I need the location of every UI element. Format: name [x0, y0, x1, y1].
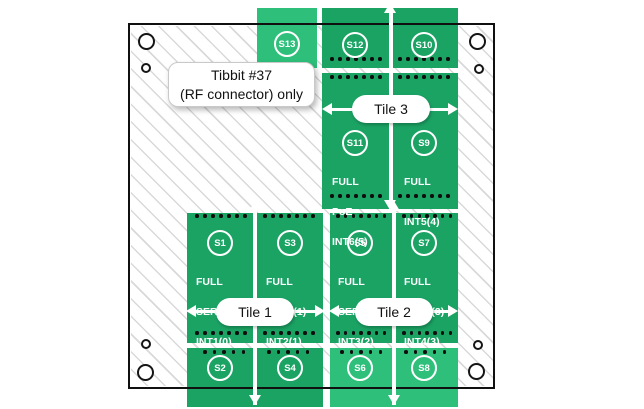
pin-row — [398, 75, 450, 79]
tile2-pill: Tile 2 — [355, 298, 433, 326]
pin-row — [195, 331, 247, 335]
mounting-hole-bottom-left-big — [137, 364, 154, 381]
mounting-hole-top-right-small — [474, 64, 484, 74]
caps-line: INT3(2) — [338, 336, 374, 348]
socket-s10: S10 — [411, 32, 437, 58]
arrow-right-icon — [448, 304, 458, 317]
caps-line: FULL — [404, 176, 431, 188]
pin-row — [195, 214, 247, 218]
callout-tibbit37: Tibbit #37 (RF connector) only — [168, 62, 315, 107]
pin-row — [398, 194, 450, 198]
pin-row — [267, 350, 309, 354]
arrow-left-icon — [322, 102, 332, 115]
caps-line: INT6(5) — [332, 236, 368, 248]
pin-row — [263, 214, 315, 218]
caps-line: INT2(1) — [266, 336, 302, 348]
mounting-hole-top-left-big — [138, 33, 155, 50]
pin-row — [336, 214, 386, 218]
socket-s2: S2 — [207, 355, 233, 381]
pin-row — [340, 350, 382, 354]
arrow-up-icon — [248, 201, 261, 211]
socket-s8: S8 — [411, 355, 437, 381]
pin-row — [263, 331, 315, 335]
arrow-up-icon — [384, 3, 396, 13]
callout-line2: (RF connector) only — [180, 85, 303, 102]
caps-line: FULL — [338, 276, 365, 288]
caps-line: INT5(4) — [404, 216, 440, 228]
pin-row — [402, 331, 452, 335]
mounting-hole-top-right-big — [469, 33, 486, 50]
pin-row — [330, 75, 382, 79]
callout-line1: Tibbit #37 — [211, 66, 272, 83]
caps-line: FULL — [404, 276, 431, 288]
pin-row — [203, 350, 245, 354]
arrow-up-icon — [387, 201, 400, 211]
pin-row — [402, 214, 452, 218]
socket-s5: S5 — [347, 230, 373, 256]
socket-s6: S6 — [347, 355, 373, 381]
socket-s4: S4 — [277, 355, 303, 381]
arrow-down-icon — [387, 395, 400, 405]
arrow-left-icon — [329, 304, 339, 317]
caps-line: INT1(0) — [196, 336, 232, 348]
arrow-right-icon — [315, 304, 325, 317]
socket-s9-caps: FULL INT5(4) — [404, 157, 440, 247]
arrow-down-icon — [248, 395, 261, 405]
socket-s11-caps: FULL PoE INT6(5) — [332, 157, 368, 267]
caps-line: FULL — [332, 176, 359, 188]
socket-s12: S12 — [342, 32, 368, 58]
arrow-right-icon — [448, 102, 458, 115]
pin-row — [330, 57, 382, 61]
mounting-hole-bottom-left-small — [141, 339, 151, 349]
mounting-hole-bottom-right-small — [473, 340, 483, 350]
pin-row — [398, 57, 450, 61]
socket-s11: S11 — [342, 130, 368, 156]
caps-line: PoE — [332, 206, 353, 218]
mounting-hole-bottom-right-big — [468, 363, 485, 380]
tile1-pill: Tile 1 — [216, 298, 294, 326]
socket-s9: S9 — [411, 130, 437, 156]
mounting-hole-top-left-small — [141, 63, 151, 73]
arrow-left-icon — [186, 304, 196, 317]
socket-s7: S7 — [411, 230, 437, 256]
caps-line: INT4(3) — [404, 336, 440, 348]
socket-s3: S3 — [277, 230, 303, 256]
tile3-pill: Tile 3 — [352, 95, 430, 123]
caps-line: FULL — [266, 276, 293, 288]
caps-line: FULL — [196, 276, 223, 288]
socket-s1: S1 — [207, 230, 233, 256]
pin-row — [336, 331, 386, 335]
pin-row — [404, 350, 446, 354]
pin-row — [330, 194, 382, 198]
socket-s13: S13 — [274, 31, 300, 57]
